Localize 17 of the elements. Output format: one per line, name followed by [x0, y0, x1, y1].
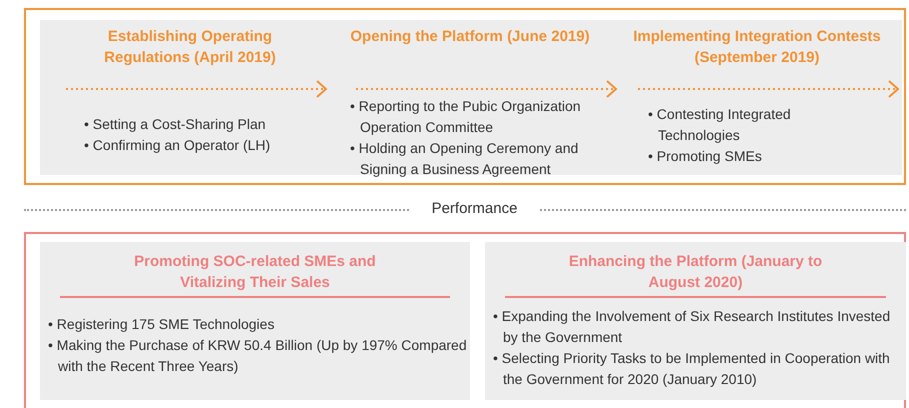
bullet-item: • Contesting Integrated Technologies [648, 105, 792, 145]
stage-heading: Implementing Integration Contests (September 2019) [632, 27, 882, 68]
bullet-item: • Promoting SMEs [648, 147, 763, 166]
bullet-item: • Setting a Cost-Sharing Plan [84, 115, 267, 134]
bullet-item: • Expanding the Involvement of Six Research Institutes Invested by the Government [493, 307, 892, 347]
section-label: Performance [430, 199, 518, 219]
bullet-item: • Registering 175 SME Technologies [48, 315, 276, 334]
bullet-item: • Holding an Opening Ceremony and Signing a Business Agreement [350, 139, 580, 179]
stage-heading: Establishing Operating Regulations (April 2019) [103, 27, 277, 68]
bullet-item: • Selecting Priority Tasks to be Implemented in Cooperation with the Government for 2020 (January 2010) [493, 349, 891, 389]
bullet-item: • Reporting to the Pubic Organization Operation Committee [350, 97, 582, 137]
stage-heading: Opening the Platform (June 2019) [350, 27, 590, 47]
section-heading: Enhancing the Platform (January to August 2020) [568, 252, 824, 293]
frame-box [24, 232, 906, 408]
bullet-item: • Confirming an Operator (LH) [84, 136, 272, 155]
section-heading: Promoting SOC-related SMEs and Vitalizing Their Sales [133, 252, 377, 293]
bullet-item: • Making the Purchase of KRW 50.4 Billion (Up by 197% Compared with the Recent Three Years) [48, 336, 468, 376]
